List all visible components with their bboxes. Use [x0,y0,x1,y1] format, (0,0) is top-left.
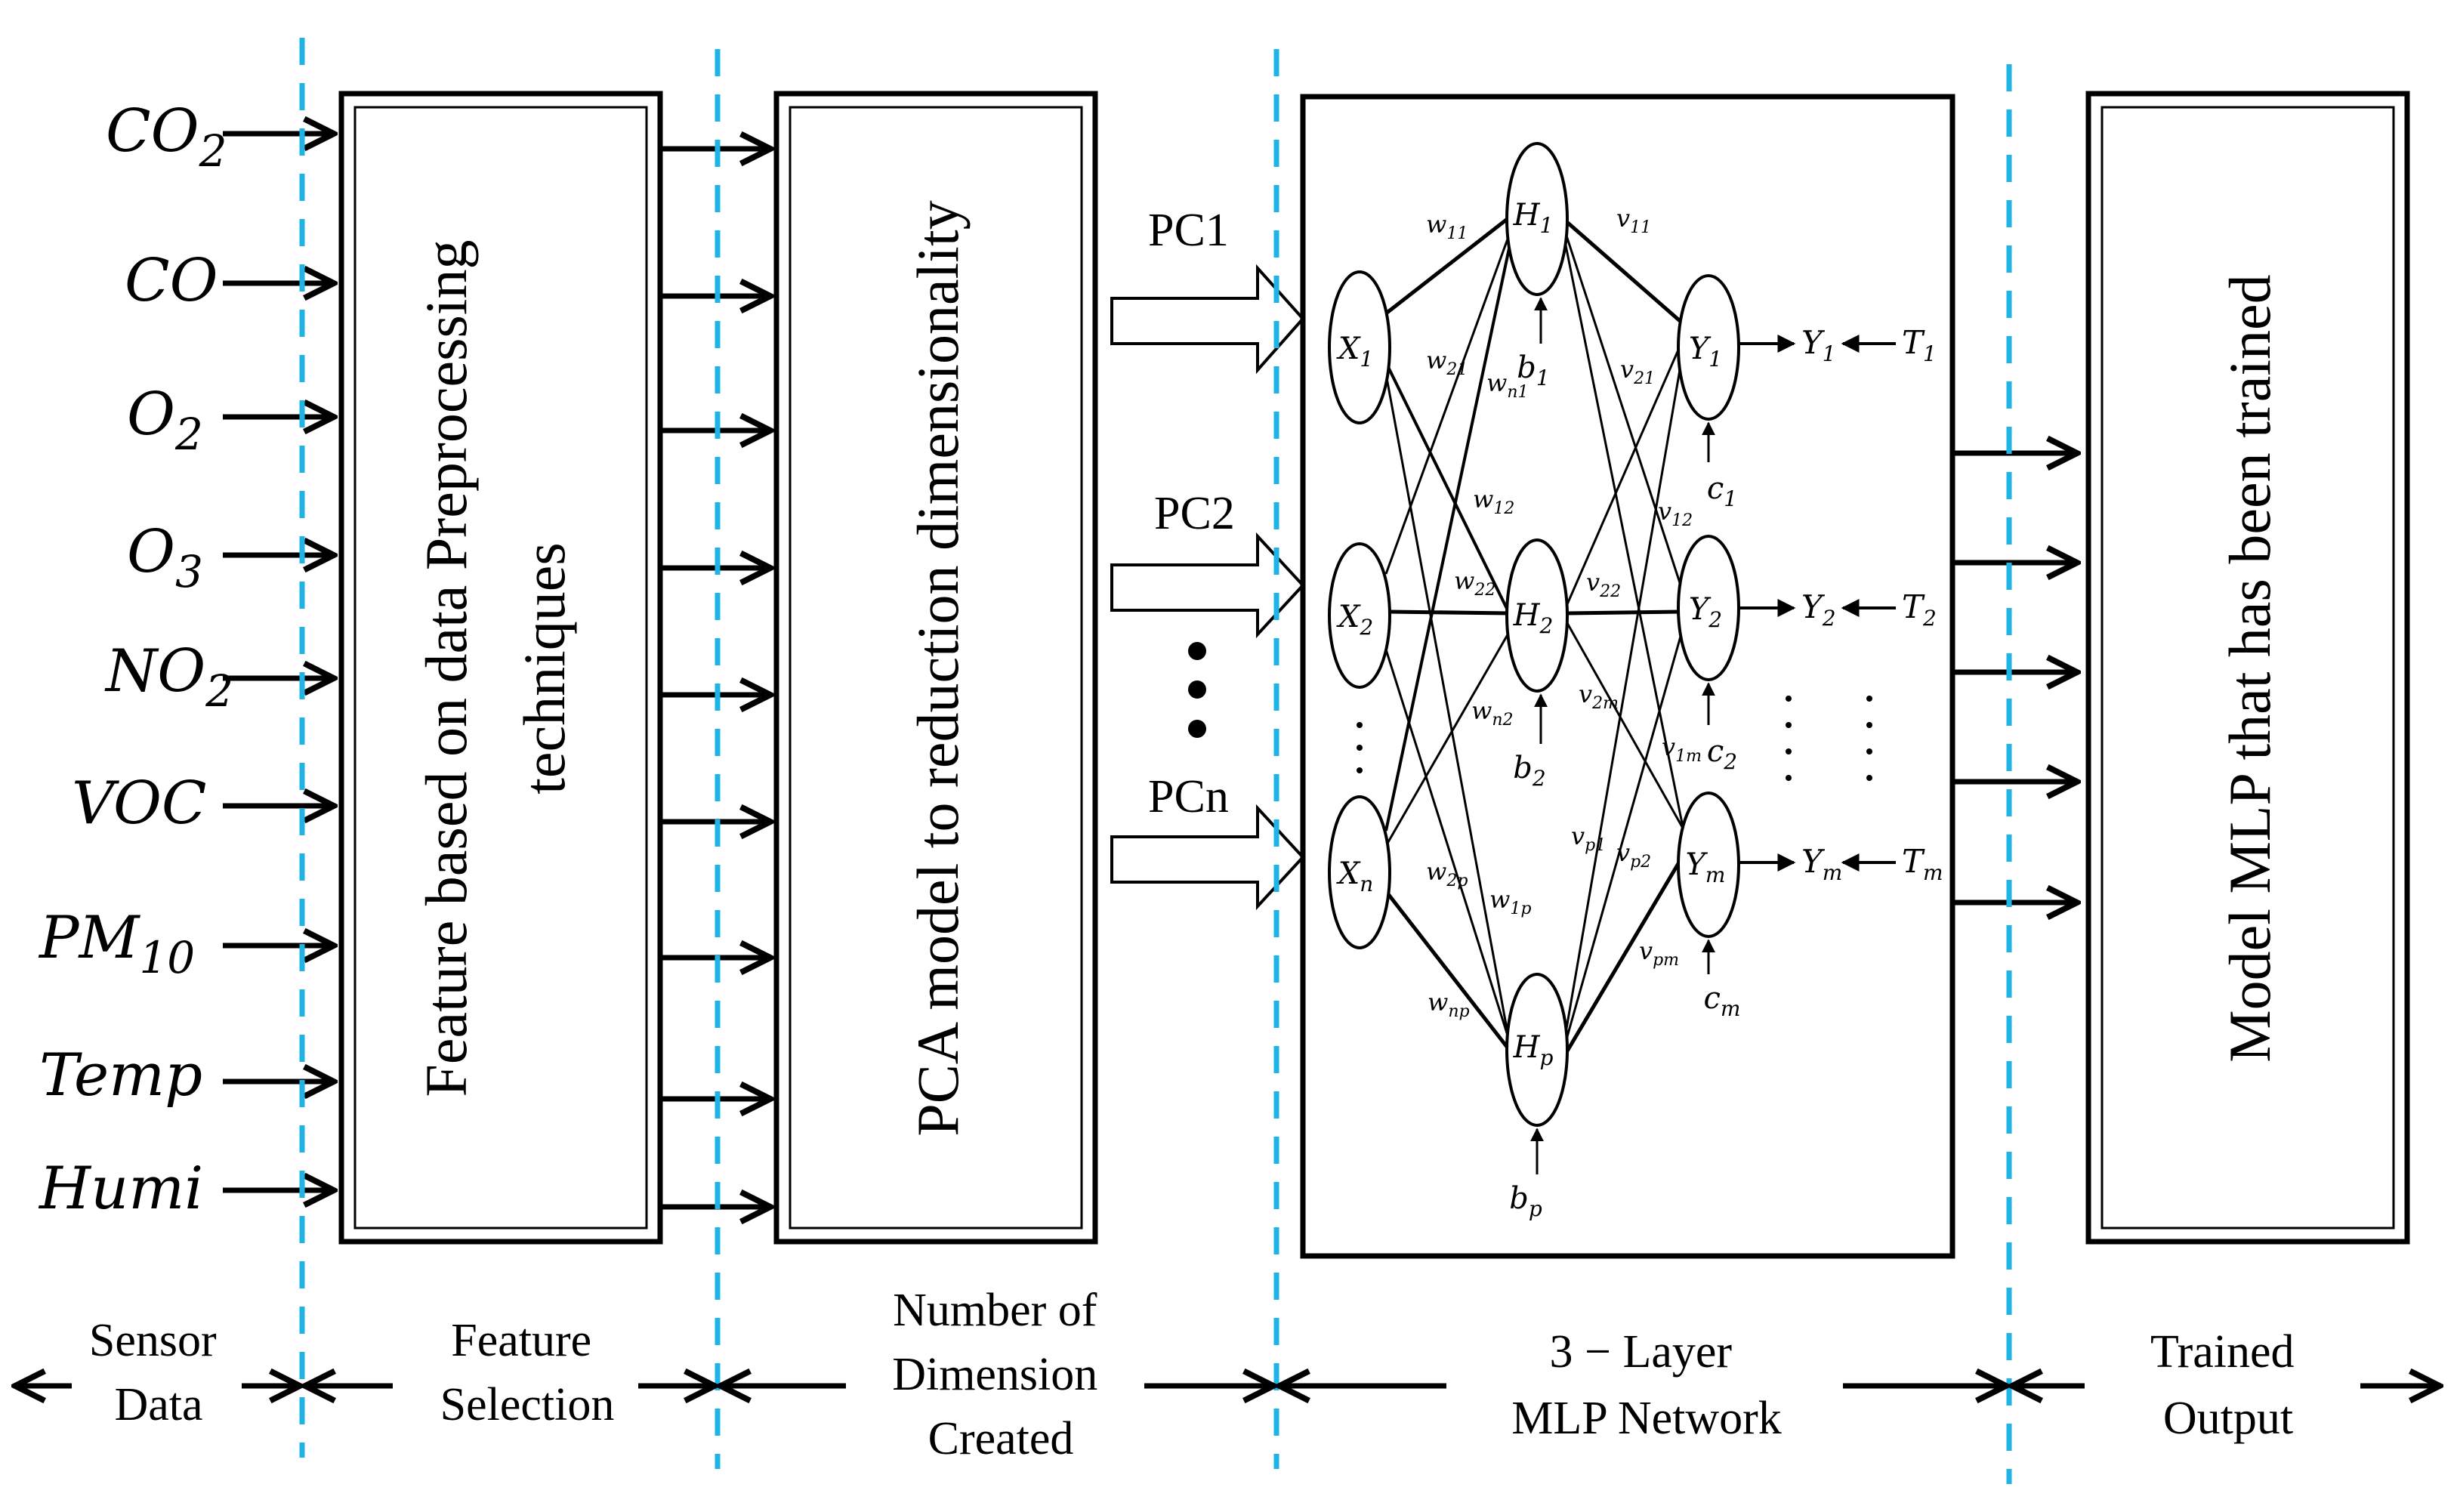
bias-b1-label: b1 [1517,350,1549,390]
pc2-arrow [1110,532,1305,639]
neuron-h2-label: H2 [1513,598,1554,638]
input-co2: CO2 [106,97,227,177]
output-neuron [1677,535,1740,681]
hidden-neuron [1505,973,1569,1127]
input-no2: NO2 [104,637,233,717]
stage-dimension-created: Number of Dimension Created [892,1285,1110,1464]
bias-c2-label: c2 [1707,734,1737,774]
weight-label: vp2 [1616,838,1651,872]
output-neuron [1677,791,1740,938]
weight-label: v22 [1586,568,1621,601]
input-o3: O3 [127,518,203,597]
feature-box-line1: Feature based on data Preprocessing [413,240,479,1097]
pcn-label: PCn [1148,771,1229,822]
trained-model-label: Model MLP that has been trained [2217,274,2283,1062]
network-ellipsis-dots [1357,696,1872,781]
bias-b2-label: b2 [1513,751,1545,791]
neuron-y1-label: Y1 [1689,332,1722,372]
weight-label: w2p [1426,857,1468,890]
input-co: CO [125,247,218,315]
input-neuron [1328,542,1391,689]
weight-label: w12 [1473,485,1514,518]
target-t2-label: T2 [1902,588,1937,631]
weight-label: vpm [1639,937,1679,970]
weight-label: wn2 [1471,696,1514,730]
output-y2-label: Y2 [1801,588,1836,631]
bias-bp-label: bp [1509,1181,1542,1221]
neuron-ym-label: Ym [1686,847,1726,887]
weight-labels: w11 w21 wn1 w12 w22 wn2 w2p w1p wnp v11 … [1426,204,1702,1021]
stage-mlp-network: 3 − Layer MLP Network [1511,1326,1782,1444]
stage-sensor-data: Sensor Data [89,1315,228,1430]
trained-model-box: Model MLP that has been trained [2085,91,2410,1245]
pc1-label: PC1 [1148,205,1229,256]
target-t1-label: T1 [1902,324,1937,366]
target-tm-label: Tm [1902,843,1943,885]
neuron-x2-label: X2 [1336,600,1373,640]
feature-box: Feature based on data Preprocessing tech… [338,91,663,1245]
weight-label: w21 [1426,346,1468,379]
stage-feature-selection: Feature Selection [440,1315,615,1430]
weight-label: v11 [1616,204,1651,237]
weight-label: wnp [1428,988,1470,1021]
neuron-y2-label: Y2 [1689,592,1722,632]
input-o2: O2 [127,381,203,460]
stage-trained-output: Trained Output [2150,1326,2306,1444]
pc-ellipsis-dots [1188,642,1206,738]
input-humi: Humi [38,1155,203,1223]
pca-box-label: PCA model to reduction dimensionality [905,200,971,1136]
pca-box: PCA model to reduction dimensionality [773,91,1098,1245]
hidden-neuron [1505,538,1569,693]
hidden-neuron [1505,142,1569,296]
pcn-arrow [1110,804,1305,911]
weight-label: w1p [1489,885,1531,918]
input-pm10: PM10 [38,904,195,983]
weight-label: v21 [1620,355,1655,388]
output-y1-label: Y1 [1801,324,1836,366]
weight-label: v2m [1579,680,1619,713]
output-neuron [1677,274,1740,421]
output-ym-label: Ym [1801,843,1842,885]
weight-label: wn1 [1486,369,1529,402]
feature-box-line2: techniques [511,542,577,795]
weight-label: vp1 [1571,822,1606,855]
pc2-label: PC2 [1154,488,1235,539]
input-neuron [1328,270,1391,424]
weight-label: v12 [1658,497,1693,530]
bias-c1-label: c1 [1707,471,1737,511]
weight-label: v1m [1662,733,1702,766]
neuron-h1-label: H1 [1513,198,1554,238]
neuron-hp-label: Hp [1513,1030,1554,1070]
network-connections [1384,214,1687,1059]
pc1-arrow [1110,264,1305,375]
neuron-xn-label: Xn [1336,856,1374,896]
weight-label: w22 [1454,566,1495,600]
bias-cm-label: cm [1704,981,1741,1021]
weight-label: w11 [1426,210,1468,243]
input-neuron [1328,795,1391,949]
neuron-x1-label: X1 [1336,332,1373,372]
input-temp: Temp [39,1041,202,1109]
input-voc: VOC [72,770,207,838]
